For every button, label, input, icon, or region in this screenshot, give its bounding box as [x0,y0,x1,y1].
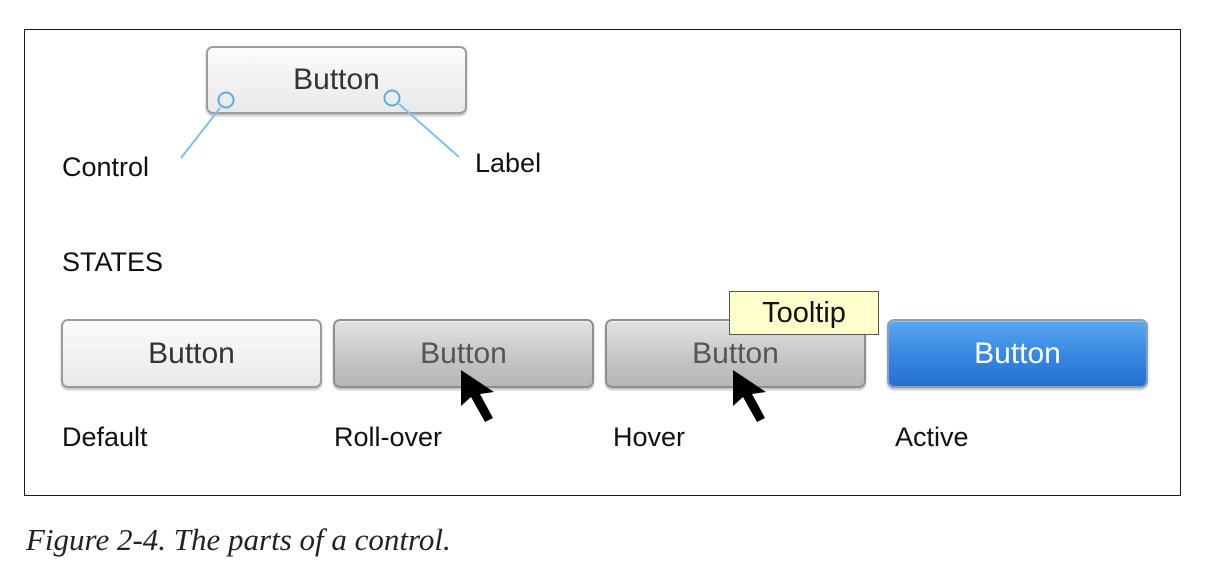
label-label: Label [475,148,542,178]
control-label: Control [62,152,150,182]
hover-cursor-icon [733,370,766,422]
active-state-button[interactable]: Button [887,319,1148,388]
figure-frame [24,29,1181,496]
active-state-button-label: Button [974,336,1061,370]
default-state-caption: Default [62,422,148,452]
active-state-caption: Active [895,422,969,452]
rollover-cursor-icon [461,370,494,422]
states-heading: STATES [62,247,164,277]
anatomy-button[interactable]: Button [206,46,467,114]
hover-state-button-label: Button [692,336,779,370]
default-state-button[interactable]: Button [61,319,322,388]
tooltip-text: Tooltip [762,296,846,329]
figure-caption: Figure 2-4. The parts of a control. [26,522,451,557]
tooltip: Tooltip [729,291,879,335]
default-state-button-label: Button [148,336,235,370]
rollover-state-button-label: Button [420,336,507,370]
anatomy-button-label: Button [293,63,380,96]
hover-state-caption: Hover [613,422,686,452]
rollover-state-caption: Roll-over [334,422,443,452]
